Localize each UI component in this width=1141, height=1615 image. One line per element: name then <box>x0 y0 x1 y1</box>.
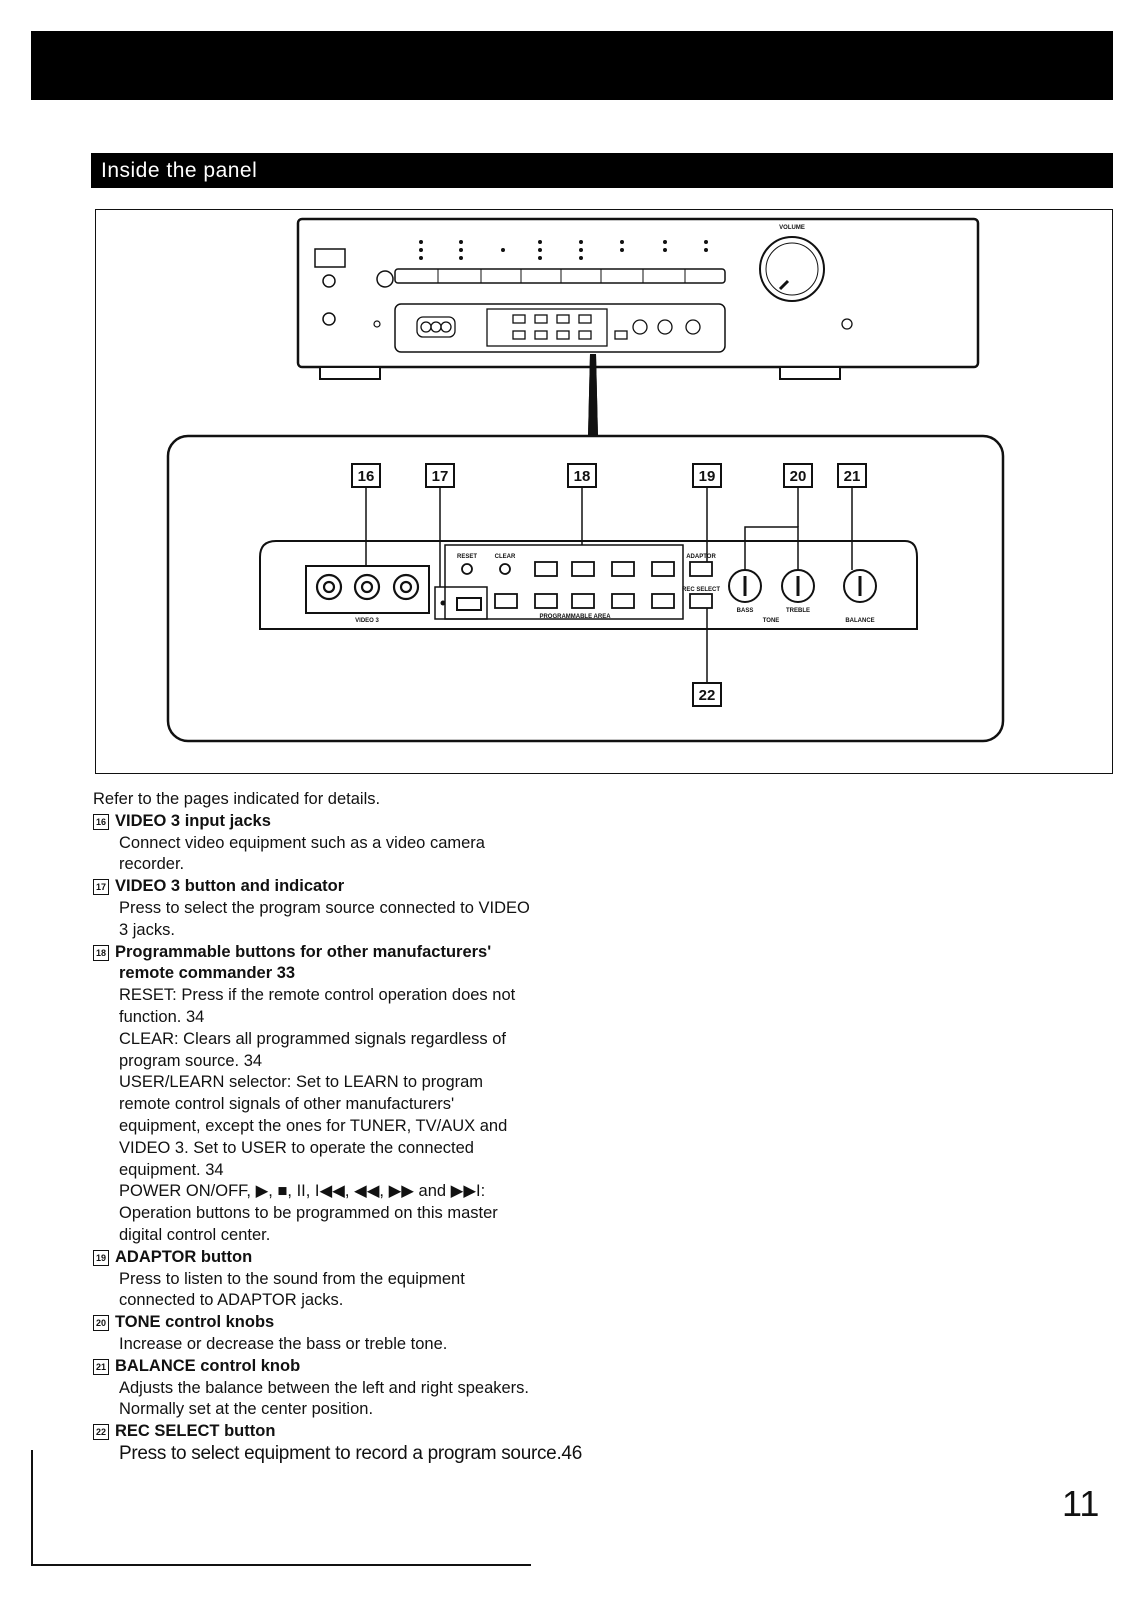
callout-17: 17 <box>432 468 449 485</box>
item-line: equipment. 34 <box>119 1160 224 1179</box>
item-title: ADAPTOR button <box>115 1247 253 1266</box>
panel-diagram: 16 17 18 19 20 21 22 VIDEO 3 RESET CLEAR… <box>166 217 1005 743</box>
item-line: POWER ON/OFF, ▶, ■, II, I◀◀, ◀◀, ▶▶ and … <box>119 1182 486 1201</box>
label-treble: TREBLE <box>786 608 810 614</box>
item-number: 21 <box>93 1358 109 1375</box>
label-reset: RESET <box>457 554 477 560</box>
item-number: 19 <box>93 1249 109 1266</box>
item-line: digital control center. <box>119 1225 271 1244</box>
zoomed-panel: 16 17 18 19 20 21 22 VIDEO 3 RESET CLEAR… <box>166 225 1005 743</box>
label-clear: CLEAR <box>495 554 516 560</box>
item-line: remote control signals of other manufact… <box>119 1095 455 1114</box>
figure-frame <box>95 209 1113 774</box>
header-bar <box>31 31 1113 100</box>
label-adaptor: ADAPTOR <box>686 554 716 560</box>
item-line: VIDEO 3. Set to USER to operate the conn… <box>119 1138 474 1157</box>
item-line: Increase or decrease the bass or treble … <box>119 1334 448 1353</box>
label-balance: BALANCE <box>845 618 874 624</box>
item-line: CLEAR: Clears all programmed signals reg… <box>119 1029 506 1048</box>
item-21: 21 BALANCE control knob Adjusts the balan… <box>93 1356 613 1421</box>
item-line: USER/LEARN selector: Set to LEARN to pro… <box>119 1073 484 1092</box>
item-line: RESET: Press if the remote control opera… <box>119 986 516 1005</box>
callout-20: 20 <box>790 468 807 485</box>
callout-18: 18 <box>574 468 591 485</box>
item-title: TONE control knobs <box>115 1313 275 1332</box>
item-title: Programmable buttons for other manufactu… <box>115 942 492 961</box>
item-line: program source. 34 <box>119 1051 263 1070</box>
item-16: 16 VIDEO 3 input jacks Connect video equi… <box>93 811 613 876</box>
callout-22: 22 <box>699 687 716 704</box>
item-line: Press to listen to the sound from the eq… <box>119 1269 465 1288</box>
receiver-front <box>296 217 980 437</box>
item-number: 20 <box>93 1315 109 1332</box>
item-line: equipment, except the ones for TUNER, TV… <box>119 1116 508 1135</box>
item-line: Adjusts the balance between the left and… <box>119 1378 530 1397</box>
item-18: 18 Programmable buttons for other manufac… <box>93 942 613 1247</box>
item-number: 18 <box>93 944 109 961</box>
item-line: Press to select equipment to record a pr… <box>119 1442 582 1464</box>
footer-rule <box>31 1564 531 1566</box>
callout-16: 16 <box>358 468 375 485</box>
item-line: Normally set at the center position. <box>119 1400 374 1419</box>
item-17: 17 VIDEO 3 button and indicator Press to … <box>93 876 613 941</box>
label-volume: VOLUME <box>779 225 805 231</box>
callout-21: 21 <box>844 468 861 485</box>
margin-rule <box>31 1450 33 1565</box>
label-rec-select: REC SELECT <box>682 587 720 593</box>
item-title: REC SELECT button <box>115 1422 276 1441</box>
label-programmable-area: PROGRAMMABLE AREA <box>539 614 611 620</box>
item-number: 22 <box>93 1424 109 1441</box>
item-number: 17 <box>93 879 109 896</box>
item-number: 16 <box>93 813 109 830</box>
item-line: Connect video equipment such as a video … <box>119 833 485 852</box>
item-line: recorder. <box>119 855 185 874</box>
item-title-cont: remote commander 33 <box>119 964 296 983</box>
item-title: VIDEO 3 input jacks <box>115 811 271 830</box>
page-number: 11 <box>1062 1483 1100 1524</box>
item-line: function. 34 <box>119 1007 205 1026</box>
item-line: 3 jacks. <box>119 920 175 939</box>
item-line: connected to ADAPTOR jacks. <box>119 1291 344 1310</box>
item-19: 19 ADAPTOR button Press to listen to the … <box>93 1247 613 1312</box>
item-line: Operation buttons to be programmed on th… <box>119 1204 498 1223</box>
label-video3: VIDEO 3 <box>355 618 379 624</box>
item-title: BALANCE control knob <box>115 1356 301 1375</box>
label-tone: TONE <box>763 618 780 624</box>
item-title: VIDEO 3 button and indicator <box>115 877 345 896</box>
item-22: 22 REC SELECT button Press to select equi… <box>93 1421 613 1465</box>
item-20: 20 TONE control knobs Increase or decreas… <box>93 1312 613 1356</box>
label-bass: BASS <box>737 608 754 614</box>
section-title: Inside the panel <box>91 153 1113 188</box>
callout-19: 19 <box>699 468 716 485</box>
item-line: Press to select the program source conne… <box>119 898 530 917</box>
description-text: Refer to the pages indicated for details… <box>93 789 613 1465</box>
intro-text: Refer to the pages indicated for details… <box>93 790 381 808</box>
